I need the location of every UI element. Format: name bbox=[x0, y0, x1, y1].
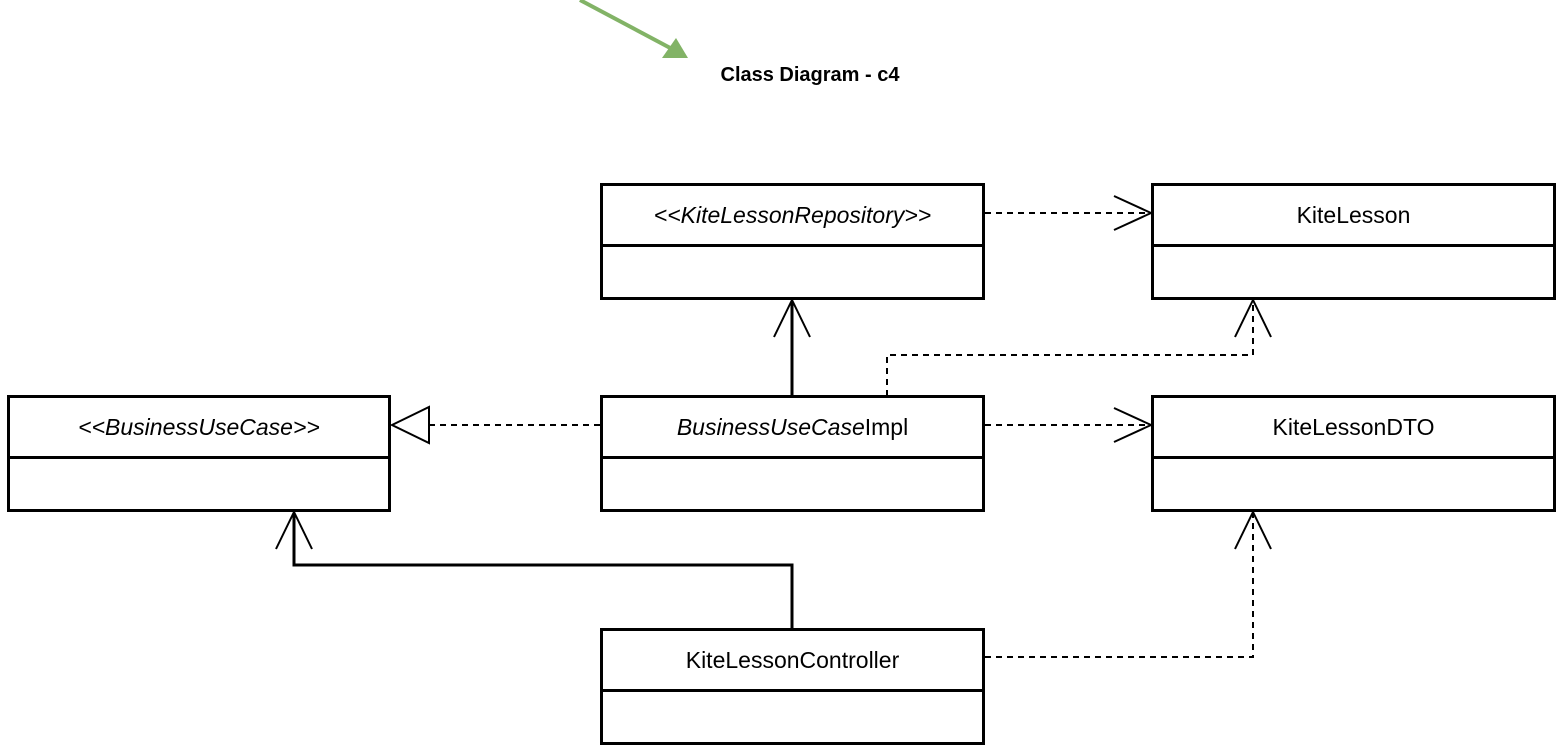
class-body bbox=[10, 459, 388, 507]
edge-controller-to-dto bbox=[985, 509, 1272, 658]
class-kitelessondto[interactable]: KiteLessonDTO bbox=[1151, 395, 1556, 512]
diagram-title: Class Diagram - c4 bbox=[720, 64, 900, 86]
class-body bbox=[603, 692, 982, 740]
class-name-italic-part: BusinessUseCase bbox=[676, 413, 865, 440]
class-body bbox=[1154, 247, 1553, 295]
edge-controller-to-businessusecase bbox=[275, 509, 794, 630]
class-name: <<KiteLessonRepository>> bbox=[603, 186, 982, 247]
class-body bbox=[1154, 459, 1553, 507]
class-businessusecase[interactable]: <<BusinessUseCase>> bbox=[7, 395, 391, 512]
class-kitelessonrepository[interactable]: <<KiteLessonRepository>> bbox=[600, 183, 985, 300]
class-name: <<BusinessUseCase>> bbox=[10, 398, 388, 459]
pointer-arrow bbox=[579, 0, 688, 58]
class-name-plain-part: Impl bbox=[864, 413, 909, 440]
edge-impl-to-kitelesson bbox=[886, 297, 1272, 396]
edge-impl-to-repository bbox=[773, 297, 811, 396]
edge-repository-to-kitelesson bbox=[985, 195, 1154, 231]
class-kitelessoncontroller[interactable]: KiteLessonController bbox=[600, 628, 985, 745]
class-name: KiteLessonController bbox=[603, 631, 982, 692]
class-body bbox=[603, 459, 982, 507]
edge-impl-to-businessusecase bbox=[389, 405, 600, 445]
class-name: KiteLesson bbox=[1154, 186, 1553, 247]
class-kitelesson[interactable]: KiteLesson bbox=[1151, 183, 1556, 300]
class-body bbox=[603, 247, 982, 295]
edge-impl-to-dto bbox=[985, 407, 1154, 443]
class-name: KiteLessonDTO bbox=[1154, 398, 1553, 459]
